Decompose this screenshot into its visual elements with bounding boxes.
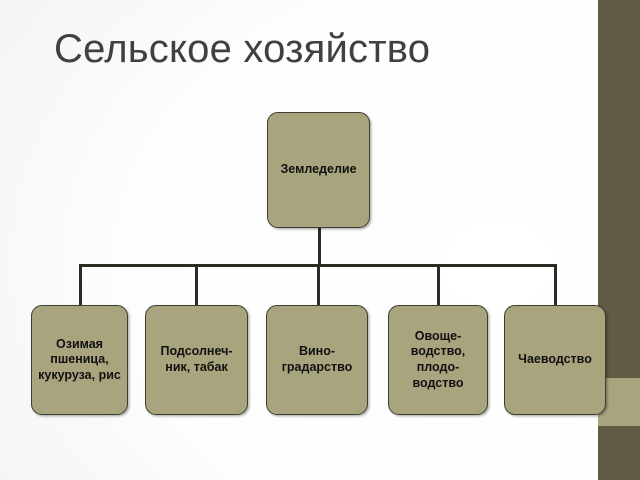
diagram-node-root[interactable]: Земледелие <box>267 112 370 228</box>
diagram-node-child-2[interactable]: Подсолнеч-ник, табак <box>145 305 248 415</box>
slide-title: Сельское хозяйство <box>54 27 431 71</box>
diagram-node-child-5[interactable]: Чаеводство <box>504 305 606 415</box>
connector-child-vertical-2 <box>195 264 198 307</box>
connector-child-vertical-4 <box>437 264 440 307</box>
diagram-node-child-1[interactable]: Озимая пшеница, кукуруза, рис <box>31 305 128 415</box>
diagram-node-child-3[interactable]: Вино-градарство <box>266 305 368 415</box>
connector-root-vertical <box>318 228 321 266</box>
connector-child-vertical-3 <box>317 264 320 307</box>
connector-child-vertical-1 <box>79 264 82 307</box>
diagram-node-child-4[interactable]: Овоще-водство, плодо-водство <box>388 305 488 415</box>
connector-child-vertical-5 <box>554 264 557 307</box>
